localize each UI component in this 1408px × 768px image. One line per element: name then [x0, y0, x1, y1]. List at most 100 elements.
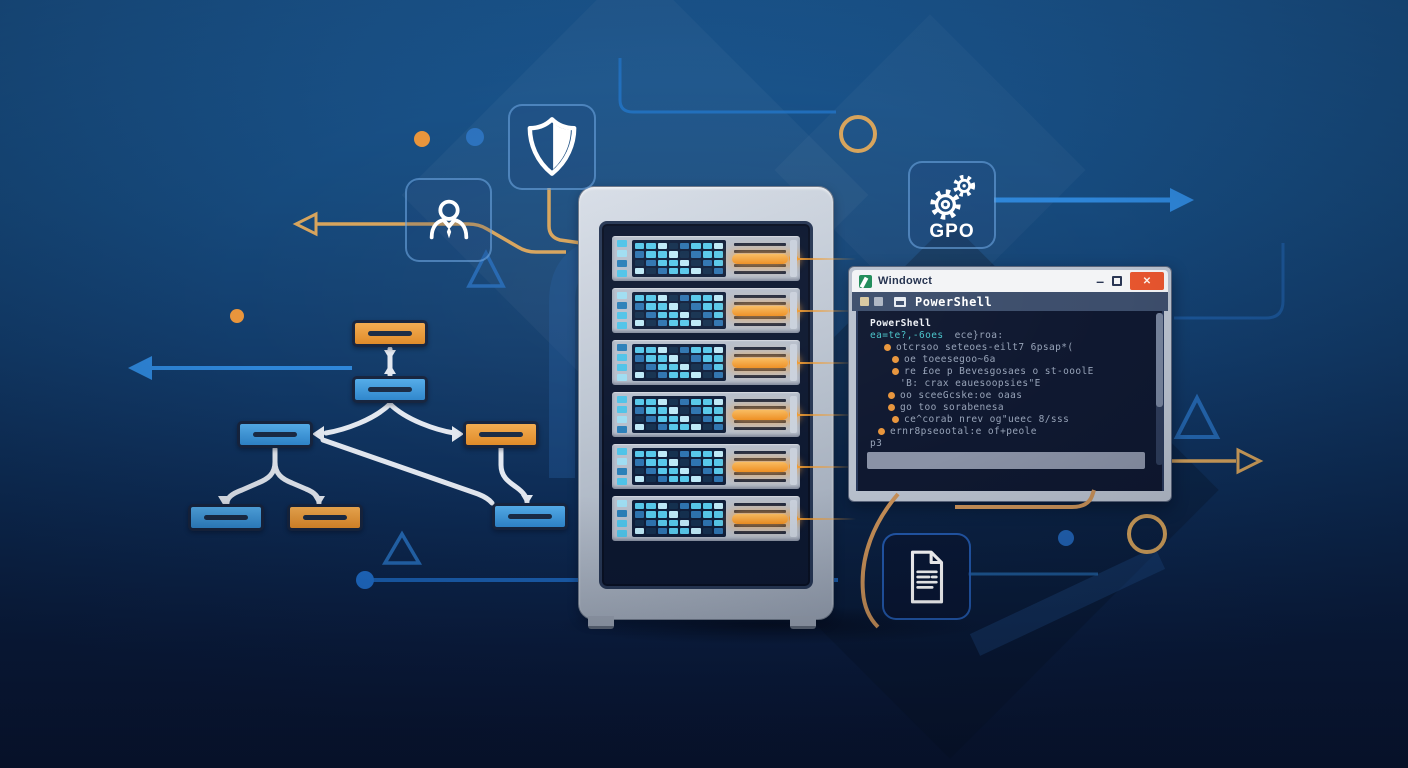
node-label-bar — [368, 331, 412, 336]
tree-node-7 — [492, 503, 568, 530]
terminal-text: ea=te?,-6oes — [870, 329, 950, 341]
node-label-bar — [204, 515, 248, 520]
led-grid — [632, 344, 726, 381]
window-title: Windowct — [878, 275, 933, 287]
close-button[interactable]: ✕ — [1130, 272, 1164, 290]
terminal-text: ernr8pseootal:e of+peole — [890, 425, 1037, 437]
led-strip — [617, 500, 627, 537]
terminal-line: re £oe p Bevesgosaes o st-ooolE — [870, 365, 1150, 377]
document-panel — [882, 533, 971, 620]
minimize-button[interactable]: – — [1096, 273, 1104, 289]
terminal-line: p3 — [870, 437, 1150, 449]
terminal-text: oe toeesegoo~6a — [904, 353, 996, 365]
maximize-button[interactable] — [1112, 276, 1122, 286]
tree-node-6 — [287, 504, 363, 531]
node-label-bar — [303, 515, 347, 520]
led-grid — [632, 448, 726, 485]
terminal-line: 'B: crax eauesoopsies"E — [870, 377, 1150, 389]
led-strip — [617, 292, 627, 329]
user-panel — [405, 178, 492, 262]
terminal-line: otcrsoo seteoes-eilt7 6psap*( — [870, 341, 1150, 353]
scrollbar-thumb[interactable] — [1156, 313, 1163, 408]
led-grid — [632, 240, 726, 277]
orange-arrowhead-icon — [292, 211, 318, 237]
shield-icon — [527, 117, 577, 176]
terminal-line: ce^corab nrev og"ueec 8/sss — [870, 413, 1150, 425]
bullet-icon — [888, 403, 895, 411]
terminal-text: go too sorabenesa — [900, 401, 1005, 413]
bullet-icon — [884, 343, 891, 351]
status-light-ray — [798, 466, 856, 468]
led-grid — [632, 396, 726, 433]
shield-panel — [508, 104, 596, 190]
rack-rail — [790, 344, 797, 381]
server-unit — [612, 392, 856, 437]
status-light-bar — [732, 358, 788, 368]
gears-icon — [930, 174, 976, 220]
terminal-text: otcrsoo seteoes-eilt7 6psap*( — [896, 341, 1074, 353]
document-icon — [910, 550, 943, 603]
rack-rail — [790, 292, 797, 329]
led-grid — [632, 292, 726, 329]
tab-square-icon — [860, 297, 869, 306]
tree-node-5 — [188, 504, 264, 531]
rack-rail — [790, 396, 797, 433]
status-light-bar — [732, 462, 788, 472]
status-light-ray — [798, 258, 856, 260]
circuit-line — [618, 58, 836, 114]
terminal-statusbar — [867, 452, 1145, 469]
bullet-icon — [878, 427, 885, 435]
window-tabbar: PowerShell — [852, 292, 1168, 311]
circle-outline-icon — [839, 115, 877, 153]
circle-outline-icon — [1127, 514, 1167, 554]
terminal-text: 'B: crax eauesoopsies"E — [900, 377, 1041, 389]
led-strip — [617, 448, 627, 485]
server-frame — [578, 186, 856, 620]
blue-arrowhead-icon — [128, 356, 152, 380]
terminal-text: ce^corab nrev og"ueec 8/sss — [904, 413, 1070, 425]
status-light-bar — [732, 254, 788, 264]
terminal-line: oo sceeGcske:oe oaas — [870, 389, 1150, 401]
tree-node-3 — [237, 421, 313, 448]
server-unit — [612, 288, 856, 333]
led-strip — [617, 396, 627, 433]
status-light-ray — [798, 414, 856, 416]
orange-curve — [955, 489, 1096, 509]
triangle-outline-icon — [466, 249, 506, 288]
status-light-bar — [732, 410, 788, 420]
server-unit — [612, 236, 856, 281]
server-foot — [790, 616, 816, 629]
window-glyph-icon — [894, 296, 906, 307]
terminal-line: ernr8pseootal:e of+peole — [870, 425, 1150, 437]
tree-node-1 — [352, 320, 428, 347]
led-strip — [617, 344, 627, 381]
window-titlebar: Windowct – ✕ — [852, 270, 1168, 292]
terminal-line: ea=te?,-6oes ece}roa: — [870, 329, 1150, 341]
tree-node-4 — [463, 421, 539, 448]
status-light-ray — [798, 310, 856, 312]
terminal-text: oo sceeGcske:oe oaas — [900, 389, 1023, 401]
powershell-tab[interactable]: PowerShell — [915, 294, 993, 309]
terminal-text: p3 — [870, 437, 883, 449]
rack-rail — [790, 448, 797, 485]
server-unit — [612, 496, 856, 541]
bullet-icon — [892, 367, 899, 375]
led-grid — [632, 500, 726, 537]
server-inner-panel — [599, 221, 856, 589]
gpo-panel: GPO — [908, 161, 996, 249]
node-label-bar — [508, 514, 552, 519]
server-unit — [612, 340, 856, 385]
node-label-bar — [368, 387, 412, 392]
rack-rail — [790, 240, 797, 277]
user-icon — [429, 199, 468, 240]
connector-line — [547, 188, 603, 248]
server-unit — [612, 444, 856, 489]
terminal-scrollbar[interactable] — [1156, 313, 1163, 465]
app-icon — [859, 274, 872, 288]
blue-dot — [1058, 530, 1074, 546]
terminal-line: go too sorabenesa — [870, 401, 1150, 413]
blue-arrowhead-icon — [1170, 188, 1194, 212]
tab-square-icon — [874, 297, 883, 306]
